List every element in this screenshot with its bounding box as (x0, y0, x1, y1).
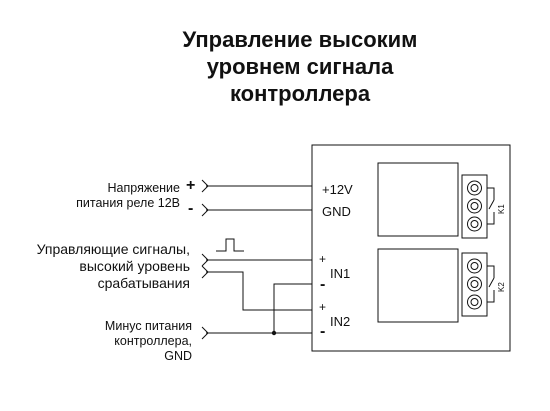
relay-k1-label: K1 (497, 204, 506, 214)
connector-chevron-icon (201, 326, 212, 340)
connector-chevron-icon (201, 253, 212, 267)
diagram-title: Управление высоким уровнем сигнала контр… (150, 26, 450, 107)
control-signals-label: Управляющие сигналы, высокий уровень сра… (36, 241, 190, 291)
terminal-in1-label: IN1 (330, 266, 351, 281)
terminal-in2-label: IN2 (330, 314, 351, 329)
junction-dot (271, 330, 277, 336)
in1-plus-sign: + (319, 252, 327, 266)
screw-terminal-icon (467, 198, 482, 214)
title-line-1: Управление высоким (182, 27, 418, 52)
terminal-block-k1 (461, 174, 488, 239)
connector-chevron-icon (201, 179, 212, 193)
title-line-3: контроллера (229, 81, 371, 106)
relay-k1-body (377, 162, 459, 237)
relay-k2-body (377, 248, 459, 323)
title-line-2: уровнем сигнала (206, 54, 394, 79)
wire-in2-plus (210, 271, 312, 311)
screw-terminal-icon (467, 294, 482, 310)
relay-k1-contact-icon (487, 187, 495, 225)
relay-module-board (311, 144, 511, 352)
power-supply-label: Напряжение питания реле 12В (76, 181, 180, 210)
screw-terminal-icon (467, 180, 482, 196)
terminal-gnd-label: GND (322, 204, 351, 219)
screw-terminal-icon (467, 258, 482, 274)
power-minus-sign: - (188, 200, 194, 217)
in2-minus-sign: - (320, 323, 326, 340)
connector-chevron-icon (201, 265, 212, 279)
in1-minus-sign: - (320, 276, 326, 293)
relay-k2-label: K2 (497, 282, 506, 292)
screw-terminal-icon (467, 276, 482, 292)
power-plus-sign: + (186, 177, 196, 194)
pulse-signal-icon (216, 238, 244, 252)
screw-terminal-icon (467, 216, 482, 232)
controller-gnd-label: Минус питания контроллера, GND (104, 319, 192, 363)
in2-plus-sign: + (319, 300, 327, 314)
wire-in1-minus (210, 283, 312, 334)
terminal-12v-label: +12V (322, 182, 353, 197)
relay-k2-contact-icon (487, 265, 495, 303)
terminal-block-k2 (461, 252, 488, 317)
connector-chevron-icon (201, 203, 212, 217)
